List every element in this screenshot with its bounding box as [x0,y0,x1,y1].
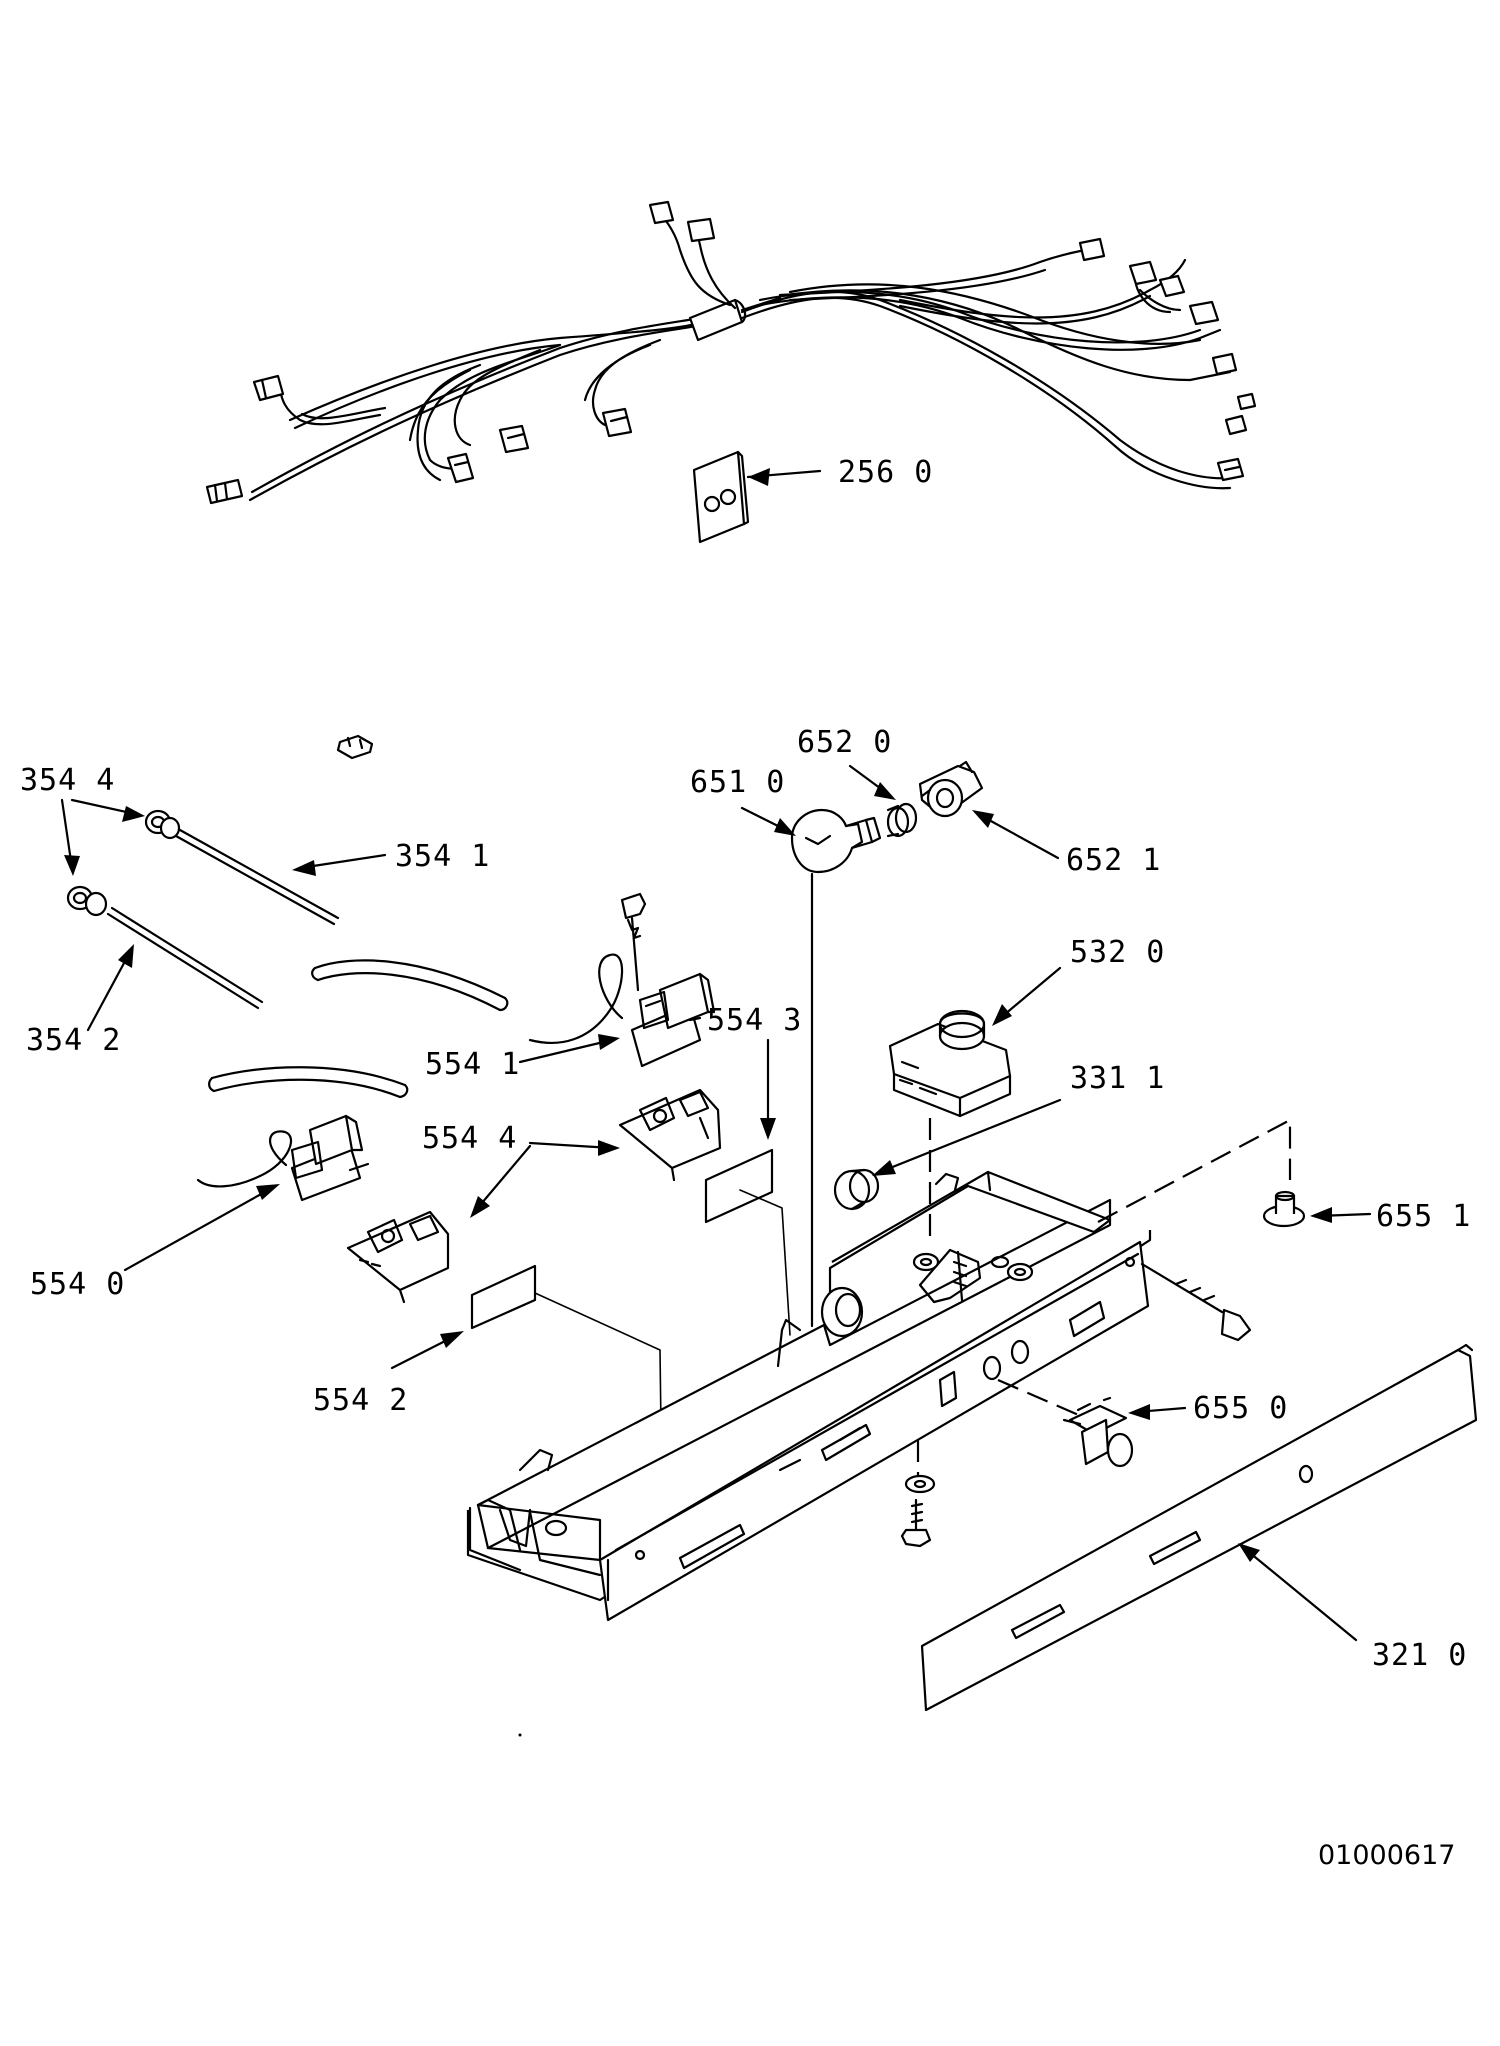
label-652-1: 652 1 [1066,843,1161,878]
sticker-554-3 [704,1038,791,1336]
label-331-1: 331 1 [1070,1061,1165,1096]
label-532-0: 532 0 [1070,935,1165,970]
label-256-0: 256 0 [838,455,933,490]
harness-bracket [692,450,822,544]
label-321-0: 321 0 [1372,1638,1467,1673]
switch-554-4-right [618,1088,722,1182]
leader-554-4 [470,1140,620,1218]
leader-354-2 [86,944,134,1032]
bulb-651-0 [790,808,882,1328]
label-554-3: 554 3 [707,1003,802,1038]
harness-connector [1128,260,1158,286]
harness-connector [446,452,475,484]
label-554-0: 554 0 [30,1267,125,1302]
screw-right [1140,1262,1252,1342]
switch-554-1 [528,892,716,1068]
label-655-0: 655 0 [1193,1391,1288,1426]
label-554-1: 554 1 [425,1047,520,1082]
tube-lower [208,1066,409,1099]
leader-354-4 [60,798,145,876]
knob-switch-655-0 [1062,1396,1134,1468]
document-id: 01000617 [1318,1840,1455,1871]
label-651-0: 651 0 [690,765,785,800]
harness-connector [601,407,633,438]
label-655-1: 655 1 [1376,1199,1471,1234]
leader-651-0 [740,806,796,836]
leader-655-1 [1310,1207,1372,1223]
leader-354-1 [292,853,387,876]
switch-554-0 [196,1114,370,1202]
leader-554-1 [518,1034,620,1064]
wiring-harness [205,200,1257,505]
harness-connector [686,217,716,243]
socket-ring-652-0 [886,802,918,838]
rod-lower [66,885,264,1010]
harness-connector [1211,352,1238,376]
leader-321-0 [1238,1543,1358,1642]
leader-331-1 [872,1098,1062,1176]
leader-554-0 [123,1184,280,1272]
assembly-dashes [916,1118,1292,1480]
thermostat-532-0 [888,1009,1012,1240]
label-354-1: 354 1 [395,839,490,874]
leader-652-1 [972,810,1060,860]
leader-532-0 [992,966,1062,1026]
harness-connector [1188,300,1220,326]
harness-connector [1236,392,1257,411]
leader-652-0 [848,764,896,800]
control-housing [466,1170,1152,1622]
harness-connector [252,374,285,402]
harness-connector [1078,237,1106,262]
grommet-331-1 [833,1168,880,1211]
label-554-2: 554 2 [313,1383,408,1418]
rod-upper [144,809,340,926]
speck [518,1733,522,1737]
tube-upper [311,959,509,1012]
screw-bottom [900,1474,936,1548]
harness-connector [1216,457,1245,482]
harness-connector [1158,274,1186,298]
harness-connector [1224,414,1248,436]
small-clip [336,734,374,760]
harness-connector [498,424,530,454]
push-nut-655-1 [1262,1190,1306,1228]
switch-554-4-left [346,1210,450,1304]
front-strip-321-0 [920,1343,1478,1712]
label-354-2: 354 2 [26,1023,121,1058]
socket-holder-652-1 [918,760,984,818]
label-354-4: 354 4 [20,763,115,798]
harness-connector [205,478,244,505]
harness-connector [648,200,675,225]
label-554-4: 554 4 [422,1121,517,1156]
label-652-0: 652 0 [797,725,892,760]
leader-655-0 [1128,1404,1187,1420]
